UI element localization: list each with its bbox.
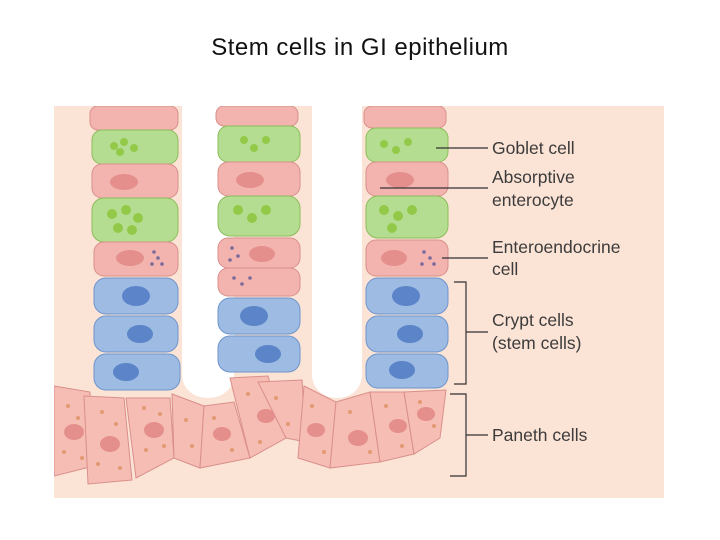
crypt-lumen-bottom <box>182 374 234 398</box>
label-absorptive-line-1: Absorptive <box>492 167 575 187</box>
slide-title: Stem cells in GI epithelium <box>211 34 509 61</box>
label-goblet-cell: Goblet cell <box>492 138 575 158</box>
crypt-lumen-bottom <box>312 374 362 398</box>
label-paneth-cells: Paneth cells <box>492 425 588 445</box>
paneth-cells-bracket <box>450 393 467 477</box>
crypt-diagram <box>54 106 664 498</box>
label-enteroendocrine-line-1: Enteroendocrine <box>492 237 621 257</box>
crypt-cells-bracket <box>454 281 467 385</box>
crypt-lumen <box>312 106 362 374</box>
label-crypt-cells-line-1: Crypt cells <box>492 310 574 330</box>
left-wall-cells <box>89 106 181 391</box>
crypt-illustration <box>54 106 488 485</box>
right-column-cells <box>363 106 449 389</box>
paneth-cells <box>54 375 447 485</box>
label-absorptive-line-2: enterocyte <box>492 190 574 210</box>
label-crypt-cells-line-2: (stem cells) <box>492 333 582 353</box>
label-enteroendocrine-line-2: cell <box>492 259 519 279</box>
leader-lines <box>380 147 488 477</box>
middle-column-cells <box>215 106 301 373</box>
